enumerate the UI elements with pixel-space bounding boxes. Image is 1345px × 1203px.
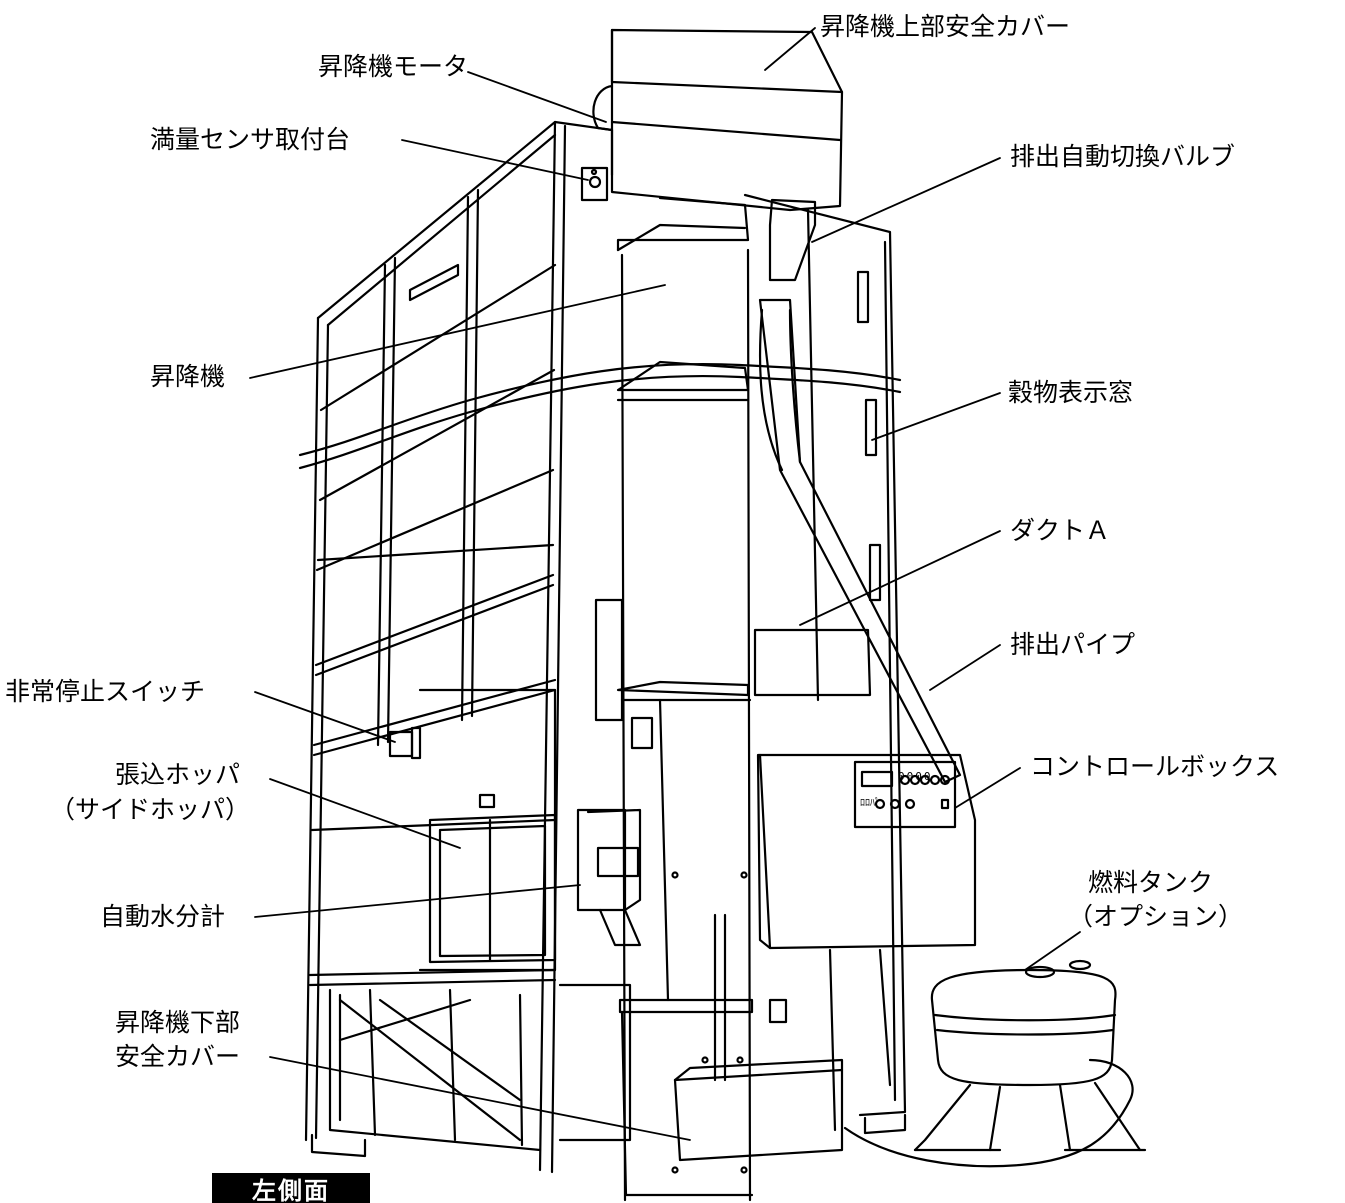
label-fuel-tank-line2: （オプション） bbox=[1068, 902, 1244, 931]
label-fuel-tank-line1: 燃料タンク bbox=[1088, 868, 1214, 897]
control-panel-mode-symbols: ﾛﾛﾊﾟ bbox=[860, 798, 880, 809]
view-tag-left-side: 左側面 bbox=[212, 1173, 370, 1203]
full-sensor-mount bbox=[580, 166, 609, 202]
control-panel-display: 0000 bbox=[898, 770, 933, 783]
grain-display-windows bbox=[856, 270, 882, 602]
label-elevator-bottom-cover-line1: 昇降機下部 bbox=[115, 1008, 241, 1037]
label-moisture-meter: 自動水分計 bbox=[100, 902, 226, 931]
leader-lines bbox=[249, 27, 1081, 1141]
label-elevator-motor: 昇降機モータ bbox=[318, 52, 469, 81]
label-full-sensor-mount: 満量センサ取付台 bbox=[150, 125, 351, 154]
label-elevator: 昇降機 bbox=[150, 362, 226, 391]
control-box-body bbox=[756, 753, 977, 950]
label-duct-a: ダクトＡ bbox=[1010, 516, 1111, 545]
lower-piping bbox=[558, 913, 1134, 1168]
label-side-hopper-line1: 張込ホッパ bbox=[115, 760, 241, 789]
label-control-box: コントロールボックス bbox=[1030, 752, 1280, 781]
emergency-stop-switch bbox=[388, 726, 422, 760]
label-elevator-top-cover: 昇降機上部安全カバー bbox=[820, 12, 1071, 41]
duct-a bbox=[594, 598, 872, 722]
break-lines bbox=[298, 362, 902, 470]
label-grain-window: 穀物表示窓 bbox=[1008, 378, 1134, 407]
elevator-column bbox=[616, 196, 754, 1202]
elevator-top-cover bbox=[610, 28, 844, 212]
elevator-motor bbox=[592, 84, 614, 132]
discharge-pipe bbox=[758, 298, 962, 784]
label-emergency-stop: 非常停止スイッチ bbox=[5, 677, 206, 706]
elevator-bottom-cover bbox=[673, 1058, 844, 1162]
main-bin-body bbox=[304, 120, 907, 1174]
label-elevator-bottom-cover-line2: 安全カバー bbox=[115, 1042, 241, 1071]
label-auto-discharge-valve: 排出自動切換バルブ bbox=[1010, 142, 1236, 171]
label-side-hopper-line2: （サイドホッパ） bbox=[50, 795, 251, 824]
label-discharge-pipe: 排出パイプ bbox=[1010, 630, 1136, 659]
moisture-meter bbox=[576, 808, 642, 947]
side-hopper bbox=[418, 688, 557, 972]
discharge-valve bbox=[768, 198, 817, 282]
fuel-tank bbox=[913, 959, 1147, 1152]
